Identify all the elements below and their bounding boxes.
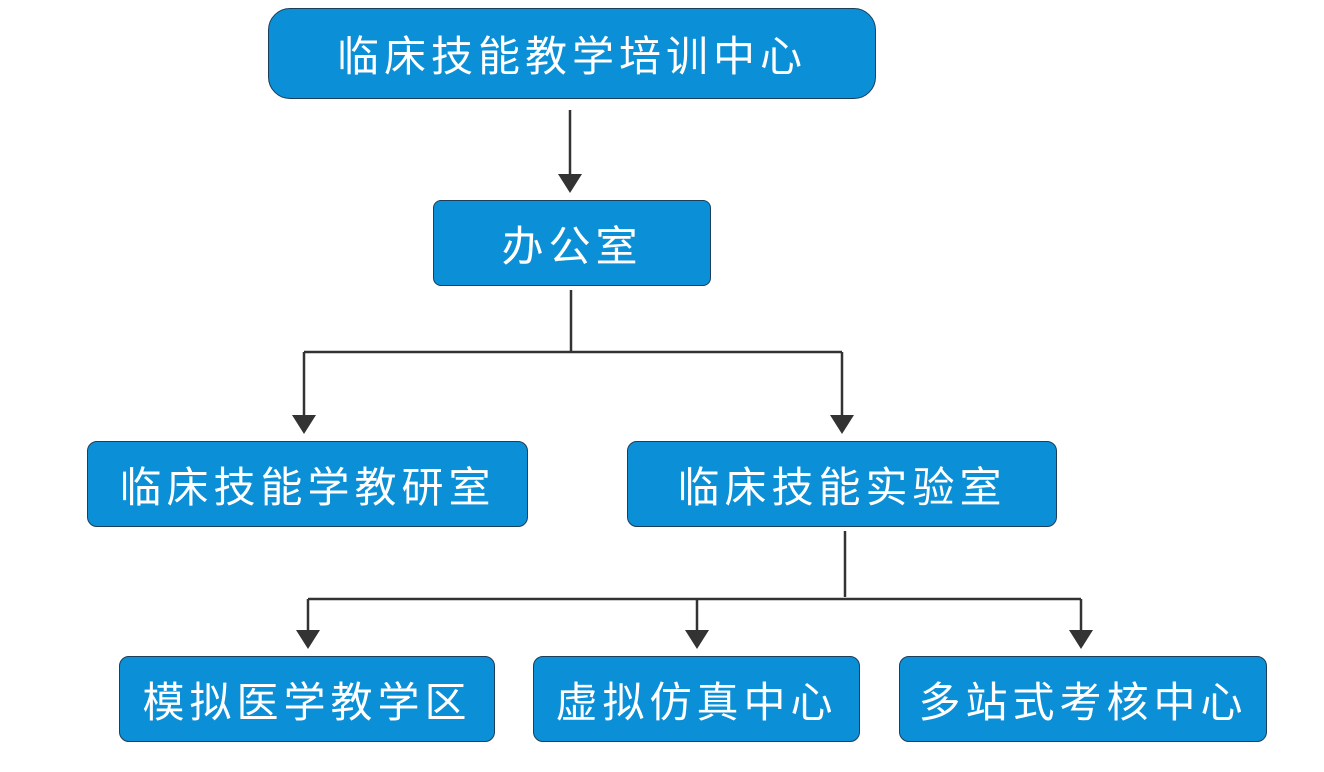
node-teaching-research-dept-label: 临床技能学教研室 [119,462,496,512]
node-training-center-label: 临床技能教学培训中心 [336,32,807,81]
node-simulation-area-label: 模拟医学教学区 [142,677,472,727]
node-teaching-research-dept: 临床技能学教研室 [87,441,528,527]
node-osce-center: 多站式考核中心 [899,656,1267,742]
arrowhead-office [558,174,582,193]
arrowhead-lab [830,415,854,434]
node-simulation-area: 模拟医学教学区 [119,656,495,742]
node-virtual-sim-center: 虚拟仿真中心 [533,656,860,742]
node-office: 办公室 [433,200,711,286]
node-virtual-sim-center-label: 虚拟仿真中心 [555,677,838,727]
node-osce-center-label: 多站式考核中心 [918,677,1248,727]
node-training-center: 临床技能教学培训中心 [268,8,876,99]
node-skills-lab: 临床技能实验室 [627,441,1057,527]
node-skills-lab-label: 临床技能实验室 [677,462,1007,512]
arrowhead-osce [1069,630,1093,649]
arrowhead-sim [296,630,320,649]
arrowhead-trd [292,415,316,434]
node-office-label: 办公室 [501,221,643,271]
arrowhead-vr [685,630,709,649]
